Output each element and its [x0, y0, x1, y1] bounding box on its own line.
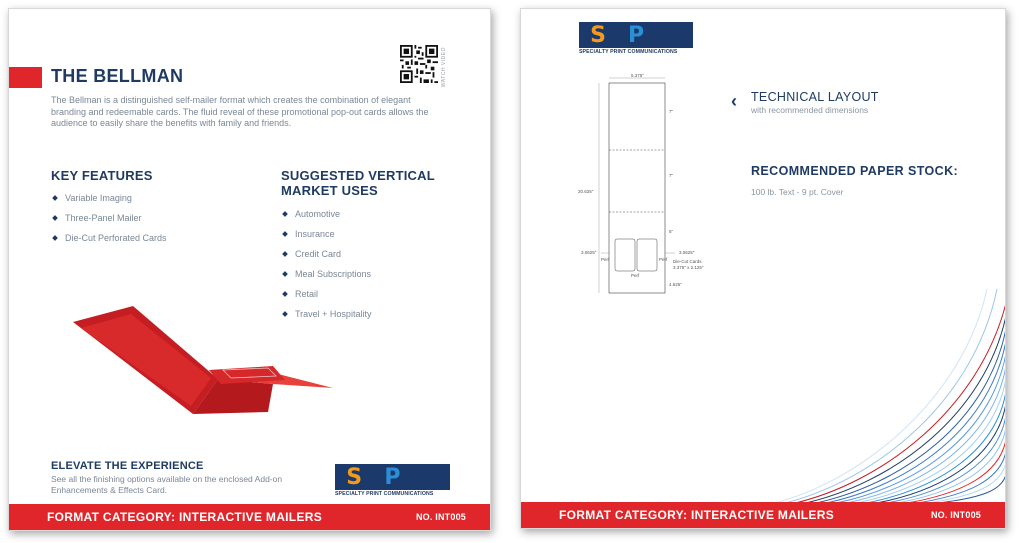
mailer-product-illustration	[73, 306, 333, 414]
list-item: Retail	[281, 288, 371, 308]
qr-side-label: WATCH VIDEO	[441, 47, 447, 88]
logo-letter: P	[627, 22, 645, 48]
market-uses-heading: SUGGESTED VERTICAL MARKET USES	[281, 168, 435, 198]
diagram-label: 3.0625"	[581, 250, 597, 255]
format-code: NO. INT005	[415, 512, 466, 522]
logo-letter: P	[384, 464, 401, 490]
key-features-heading: KEY FEATURES	[51, 168, 153, 183]
format-category: FORMAT CATEGORY: INTERACTIVE MAILERS	[47, 510, 323, 524]
list-item: Meal Subscriptions	[281, 268, 371, 288]
market-uses-list: Automotive Insurance Credit Card Meal Su…	[281, 208, 371, 328]
diagram-label: Perf	[601, 257, 610, 262]
elevate-text: See all the finishing options available …	[51, 474, 283, 495]
diagram-label: 5.375"	[631, 73, 644, 78]
logo-letter: S	[346, 464, 363, 490]
diagram-label: Die-Cut Cards	[673, 259, 702, 264]
list-item: Variable Imaging	[51, 192, 167, 212]
diagram-label: 7"	[669, 173, 674, 178]
elevate-heading: ELEVATE THE EXPERIENCE	[51, 460, 204, 472]
intro-paragraph: The Bellman is a distinguished self-mail…	[51, 95, 429, 128]
paper-stock-heading: RECOMMENDED PAPER STOCK:	[751, 164, 959, 178]
logo-letter: C	[422, 464, 439, 490]
technical-layout-subheading: with recommended dimensions	[751, 105, 869, 115]
chevron-left-icon[interactable]: ‹	[731, 91, 737, 111]
list-item: Three-Panel Mailer	[51, 212, 167, 232]
diagram-label: Perf	[631, 273, 640, 278]
qr-code-icon[interactable]	[400, 45, 438, 83]
list-item: Credit Card	[281, 248, 371, 268]
technical-layout-diagram: 5.375" 7" 7" 5" 20.625" 3.0625" 3.0625" …	[578, 73, 704, 294]
diagram-label: 5"	[669, 229, 674, 234]
list-item: Automotive	[281, 208, 371, 228]
diagram-label: 3.375" x 2.125"	[673, 265, 704, 270]
key-features-list: Variable Imaging Three-Panel Mailer Die-…	[51, 192, 167, 252]
left-page: THE BELLMAN WATCH VIDEO The Bellman is a…	[8, 8, 491, 531]
logo-letter: C	[665, 22, 683, 48]
diagram-label: 3.0625"	[679, 250, 695, 255]
diagram-label: Perf	[659, 257, 668, 262]
diagram-label: 7"	[669, 109, 674, 114]
logo-letter: S	[590, 22, 606, 48]
decorative-swoosh-lines	[770, 289, 1005, 504]
right-page: S P C SPECIALTY PRINT COMMUNICATIONS 5.3…	[520, 8, 1006, 529]
diagram-label: 20.625"	[578, 189, 594, 194]
format-category: FORMAT CATEGORY: INTERACTIVE MAILERS	[559, 508, 835, 522]
list-item: Die-Cut Perforated Cards	[51, 232, 167, 252]
format-code: NO. INT005	[930, 510, 981, 520]
technical-layout-heading: TECHNICAL LAYOUT	[751, 90, 879, 104]
title-accent-bar	[9, 67, 42, 88]
page-title: THE BELLMAN	[51, 66, 184, 86]
footer-bar: FORMAT CATEGORY: INTERACTIVE MAILERS NO.…	[9, 504, 490, 530]
footer-bar: FORMAT CATEGORY: INTERACTIVE MAILERS NO.…	[521, 502, 1005, 528]
diagram-label: 4.625"	[669, 282, 682, 287]
spc-logo: S P C SPECIALTY PRINT COMMUNICATIONS	[335, 464, 450, 497]
logo-tagline: SPECIALTY PRINT COMMUNICATIONS	[335, 491, 434, 497]
spc-logo: S P C SPECIALTY PRINT COMMUNICATIONS	[579, 22, 693, 55]
list-item: Insurance	[281, 228, 371, 248]
paper-stock-text: 100 lb. Text - 9 pt. Cover	[751, 187, 844, 197]
list-item: Travel + Hospitality	[281, 308, 371, 328]
logo-tagline: SPECIALTY PRINT COMMUNICATIONS	[579, 49, 678, 55]
